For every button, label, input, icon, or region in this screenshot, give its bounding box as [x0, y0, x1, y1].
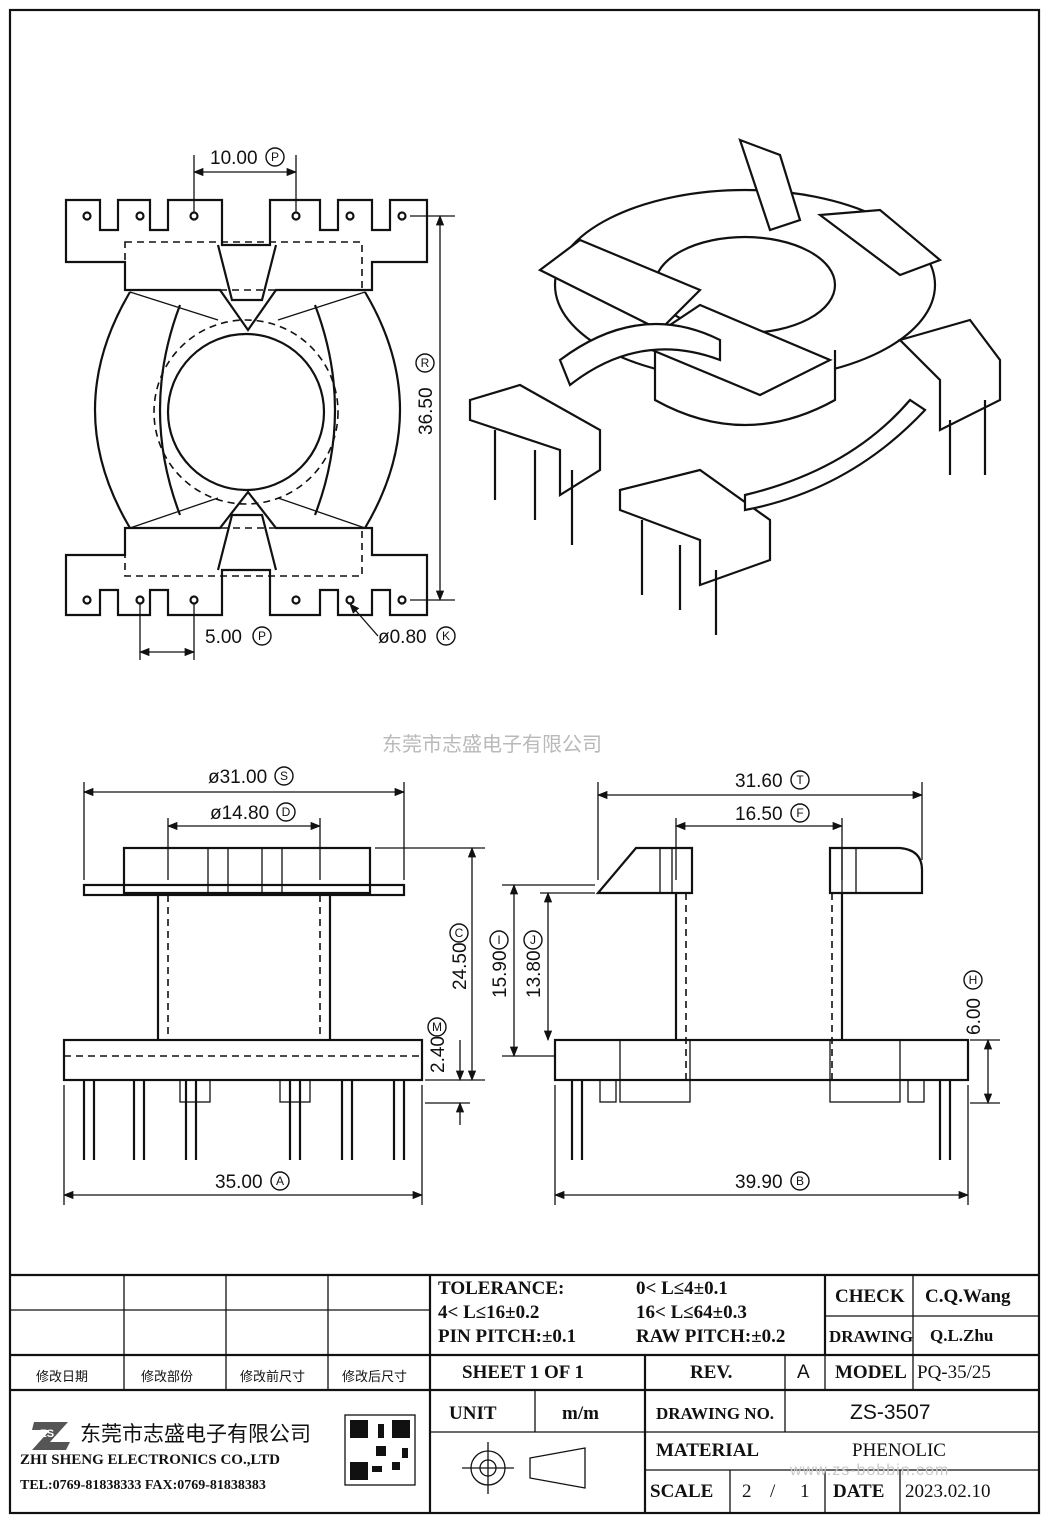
dim-width-side: 39.90 [735, 1172, 783, 1193]
unit-value: m/m [562, 1403, 599, 1424]
raw-pitch-tolerance: RAW PITCH:±0.2 [636, 1326, 786, 1347]
dim-width-front: 35.00 [215, 1172, 263, 1193]
tolerance-2: 4< L≤16±0.2 [438, 1302, 540, 1323]
tolerance-label: TOLERANCE: [438, 1278, 565, 1299]
dim-inner-width-side: 16.50 [735, 804, 783, 825]
dim-tag: K [442, 629, 450, 643]
top-view [64, 155, 455, 660]
drawing-name: Q.L.Zhu [930, 1326, 994, 1345]
watermark-url: www.zs-bobbin.com [790, 1462, 950, 1479]
dim-height-right: 36.50 [416, 387, 437, 435]
dim-pin-pitch-top: 10.00 [210, 148, 258, 169]
material-label: MATERIAL [656, 1440, 760, 1461]
drawing-label: DRAWING [829, 1327, 914, 1346]
tolerance-3: 16< L≤64±0.3 [636, 1302, 747, 1323]
company-logo: ZS [40, 1428, 55, 1440]
dim-tag: J [530, 933, 536, 947]
check-label: CHECK [835, 1286, 905, 1307]
rev-header-date: 修改日期 [36, 1369, 89, 1384]
company-contact: TEL:0769-81838333 FAX:0769-81838383 [20, 1478, 266, 1493]
company-name-cn: 东莞市志盛电子有限公司 [80, 1422, 311, 1446]
scale-sep: / [770, 1481, 776, 1502]
tolerance-1: 0< L≤4±0.1 [636, 1278, 728, 1299]
side-view [502, 782, 1000, 1205]
dim-tag: C [455, 926, 464, 940]
dim-tag: B [796, 1174, 804, 1188]
dim-tag: M [432, 1020, 442, 1034]
dim-tag: A [276, 1174, 284, 1188]
dim-pin-pitch-bottom: 5.00 [205, 627, 242, 648]
scale-den: 1 [800, 1481, 810, 1502]
company-name-en: ZHI SHENG ELECTRONICS CO.,LTD [20, 1452, 280, 1468]
date-value: 2023.02.10 [905, 1481, 991, 1502]
material-value: PHENOLIC [852, 1440, 946, 1461]
scale-num: 2 [742, 1481, 752, 1502]
isometric-view [468, 138, 1002, 635]
dimension-labels: 10.00 P 36.50 R 5.00 P ø0.80 K ø31.00 S … [205, 147, 985, 1193]
dim-base-offset: 2.40 [428, 1036, 449, 1073]
dim-side-h2: 13.80 [524, 950, 545, 998]
model-label: MODEL [835, 1362, 907, 1383]
dim-tag: T [796, 773, 804, 787]
dim-tag: P [271, 150, 279, 164]
rev-label: REV. [690, 1362, 733, 1383]
scale-label: SCALE [650, 1481, 714, 1502]
dim-flange-diameter: ø31.00 [208, 767, 267, 788]
unit-label: UNIT [449, 1403, 497, 1424]
pin-pitch-tolerance: PIN PITCH:±0.1 [438, 1326, 577, 1347]
watermark-company: 东莞市志盛电子有限公司 [382, 732, 602, 756]
sheet-info: SHEET 1 OF 1 [462, 1362, 584, 1383]
drawing-no-value: ZS-3507 [850, 1401, 931, 1424]
dim-pin-diameter: ø0.80 [378, 627, 427, 648]
dim-total-height: 24.50 [450, 942, 471, 990]
dim-tag: R [421, 356, 430, 370]
dim-tag: S [280, 769, 288, 783]
dim-tag: D [282, 805, 291, 819]
outer-frame [8, 8, 1041, 1515]
dim-base-height: 6.00 [964, 998, 985, 1035]
date-label: DATE [833, 1481, 885, 1502]
dim-core-diameter: ø14.80 [210, 803, 269, 824]
dim-tag: F [796, 806, 803, 820]
dim-tag: H [969, 973, 978, 987]
drawing-no-label: DRAWING NO. [656, 1404, 775, 1423]
dim-tag: P [258, 629, 266, 643]
dim-side-h1: 15.90 [490, 950, 511, 998]
rev-header-after: 修改后尺寸 [342, 1369, 408, 1384]
dim-tag: I [497, 933, 500, 947]
rev-header-before: 修改前尺寸 [240, 1369, 306, 1384]
model-value: PQ-35/25 [917, 1362, 991, 1383]
front-view [62, 782, 485, 1205]
rev-value: A [797, 1362, 810, 1383]
rev-header-part: 修改部份 [141, 1369, 194, 1384]
check-name: C.Q.Wang [925, 1286, 1011, 1307]
title-block-grid [10, 1273, 1039, 1513]
dim-flange-width-side: 31.60 [735, 771, 783, 792]
